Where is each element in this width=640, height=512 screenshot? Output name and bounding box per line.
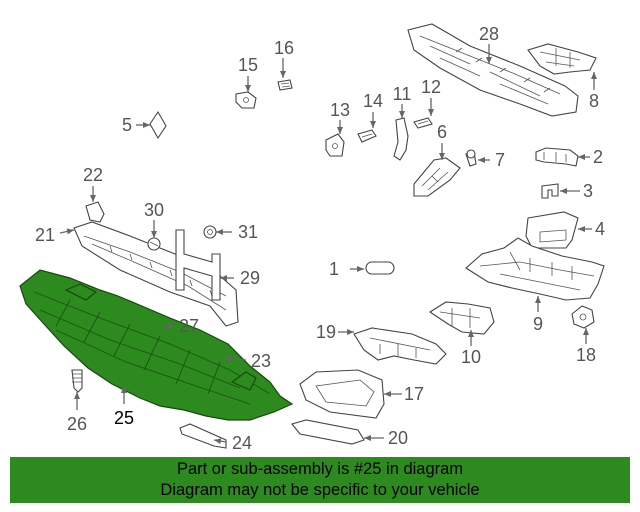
- callout-24: 24: [232, 433, 252, 453]
- part-16-bolt[interactable]: [277, 79, 293, 91]
- callout-22: 22: [83, 165, 103, 185]
- notice-banner: Part or sub-assembly is #25 in diagram D…: [10, 457, 630, 503]
- callout-labels: 1 2 3 4 5 6 7 8 9 10 11 12 13 14 15 16 1…: [35, 24, 605, 453]
- part-13-clip[interactable]: [325, 133, 345, 157]
- callout-26: 26: [67, 414, 87, 434]
- callout-21: 21: [35, 225, 55, 245]
- part-5-lens[interactable]: [149, 110, 167, 140]
- callout-7: 7: [495, 150, 505, 170]
- callout-31: 31: [238, 222, 258, 242]
- callout-20: 20: [388, 428, 408, 448]
- callout-29: 29: [240, 268, 260, 288]
- callout-19: 19: [316, 322, 336, 342]
- callout-15: 15: [238, 55, 258, 75]
- leader-24: [213, 438, 227, 445]
- part-14-bolt[interactable]: [357, 129, 377, 143]
- part-31-nut[interactable]: [203, 225, 217, 239]
- callout-30: 30: [144, 200, 164, 220]
- part-8-bracket[interactable]: [527, 43, 597, 75]
- leader-21: [59, 228, 75, 235]
- part-1-lamp[interactable]: [365, 261, 395, 275]
- part-24-strip[interactable]: [179, 423, 227, 449]
- part-28-absorber[interactable]: [407, 23, 579, 117]
- part-19-bracket[interactable]: [353, 327, 447, 365]
- part-15-clip[interactable]: [235, 91, 257, 109]
- part-7-screw[interactable]: [465, 149, 477, 167]
- parts-diagram: 1 2 3 4 5 6 7 8 9 10 11 12 13 14 15 16 1…: [19, 23, 605, 453]
- callout-10: 10: [461, 347, 481, 367]
- callout-25: 25: [114, 408, 134, 428]
- callout-14: 14: [363, 91, 383, 111]
- callout-11: 11: [393, 84, 412, 104]
- part-17-bezel[interactable]: [299, 369, 385, 419]
- callout-13: 13: [330, 100, 350, 120]
- callout-3: 3: [583, 181, 593, 201]
- callout-6: 6: [437, 122, 447, 142]
- callout-9: 9: [533, 314, 543, 334]
- leader-23: [223, 355, 247, 362]
- part-20-trim[interactable]: [291, 419, 365, 445]
- part-21-reinforcement[interactable]: [73, 221, 239, 327]
- banner-line-2: Diagram may not be specific to your vehi…: [160, 481, 480, 499]
- part-9-bracket[interactable]: [465, 237, 605, 301]
- callout-18: 18: [576, 345, 596, 365]
- callout-1: 1: [329, 259, 339, 279]
- callout-23: 23: [251, 351, 271, 371]
- callout-8: 8: [589, 91, 599, 111]
- part-29-bracket[interactable]: [175, 229, 221, 301]
- callout-4: 4: [595, 219, 605, 239]
- callout-16: 16: [274, 38, 294, 58]
- part-30-bolt[interactable]: [147, 237, 161, 251]
- part-10-bracket[interactable]: [428, 301, 495, 335]
- part-6-bracket[interactable]: [413, 157, 461, 197]
- part-18-grommet[interactable]: [571, 305, 595, 329]
- leader-lines: [59, 44, 597, 445]
- banner-line-1: Part or sub-assembly is #25 in diagram: [176, 460, 464, 478]
- part-22-clip[interactable]: [85, 201, 105, 223]
- callout-17: 17: [404, 384, 424, 404]
- part-26-bolt[interactable]: [71, 369, 83, 393]
- callout-12: 12: [421, 77, 441, 97]
- part-25-under-cover[interactable]: [19, 269, 294, 421]
- callout-28: 28: [479, 24, 499, 44]
- part-4-cover[interactable]: [525, 211, 579, 249]
- callout-27: 27: [179, 316, 199, 336]
- callout-5: 5: [122, 115, 132, 135]
- part-2-bracket[interactable]: [535, 147, 579, 167]
- part-3-clip[interactable]: [541, 183, 559, 199]
- part-12-bolt[interactable]: [413, 117, 433, 129]
- callout-2: 2: [593, 147, 603, 167]
- part-11-strip[interactable]: [393, 117, 409, 161]
